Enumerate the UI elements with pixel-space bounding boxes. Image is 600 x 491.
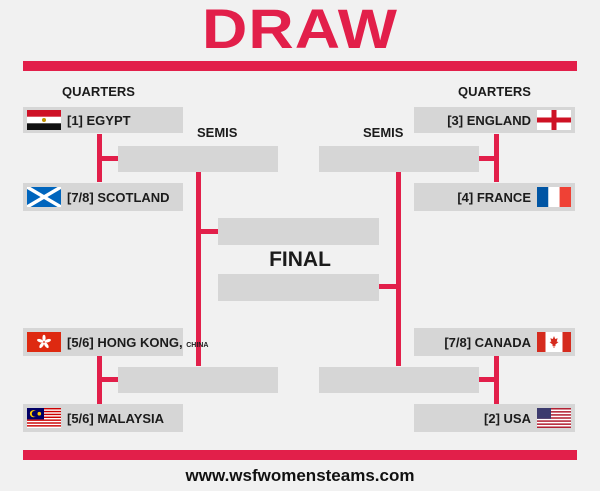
semi-final-slot-right-bottom	[319, 367, 479, 393]
usa-flag-icon	[537, 408, 571, 428]
malaysia-flag-icon	[27, 408, 61, 428]
team-slot-usa: [2] USA	[414, 404, 575, 432]
team-name-canada: [7/8] CANADA	[444, 334, 531, 350]
footer-url: www.wsfwomensteams.com	[185, 466, 415, 485]
team-slot-malaysia: [5/6] MALAYSIA	[23, 404, 183, 432]
england-flag-icon	[537, 110, 571, 130]
final-slot-top	[218, 218, 379, 245]
canada-flag-icon	[537, 332, 571, 352]
quarters-left-label: QUARTERS	[62, 84, 135, 99]
team-slot-egypt: [1] EGYPT	[23, 107, 183, 133]
connector-line	[196, 172, 201, 366]
team-slot-france: [4] FRANCE	[414, 183, 575, 211]
team-slot-england: [3] ENGLAND	[414, 107, 575, 133]
team-slot-scotland: [7/8] SCOTLAND	[23, 183, 183, 211]
hong-kong-flag-icon	[27, 332, 61, 352]
team-name-usa: [2] USA	[484, 410, 531, 426]
team-name-egypt: [1] EGYPT	[67, 112, 131, 128]
final-slot-bottom	[218, 274, 379, 301]
connector-line	[479, 377, 499, 382]
team-name-hong-kong: [5/6] HONG KONG, CHINA	[67, 334, 209, 350]
team-slot-hong-kong: [5/6] HONG KONG, CHINA	[23, 328, 208, 356]
draw-title: DRAW	[201, 0, 399, 60]
title-divider	[23, 61, 577, 71]
egypt-flag-icon	[27, 110, 61, 130]
quarters-right-label: QUARTERS	[458, 84, 531, 99]
semi-final-slot-right-top	[319, 146, 479, 172]
france-flag-icon	[537, 187, 571, 207]
connector-line	[479, 156, 499, 161]
semi-final-slot-left-bottom	[118, 367, 278, 393]
connector-line	[196, 229, 218, 234]
team-name-france: [4] FRANCE	[457, 189, 531, 205]
team-slot-canada: [7/8] CANADA	[414, 328, 575, 356]
connector-line	[396, 172, 401, 366]
semi-final-slot-left-top	[118, 146, 278, 172]
connector-line	[97, 156, 118, 161]
semis-right-label: SEMIS	[363, 125, 404, 140]
connector-line	[97, 377, 118, 382]
final-label: FINAL	[269, 248, 331, 271]
footer-divider	[23, 450, 577, 460]
team-name-scotland: [7/8] SCOTLAND	[67, 189, 170, 205]
connector-line	[379, 284, 401, 289]
semis-left-label: SEMIS	[197, 125, 238, 140]
team-name-suffix: CHINA	[186, 341, 209, 349]
team-name-england: [3] ENGLAND	[447, 112, 531, 128]
team-name-malaysia: [5/6] MALAYSIA	[67, 410, 165, 426]
scotland-flag-icon	[27, 187, 61, 207]
